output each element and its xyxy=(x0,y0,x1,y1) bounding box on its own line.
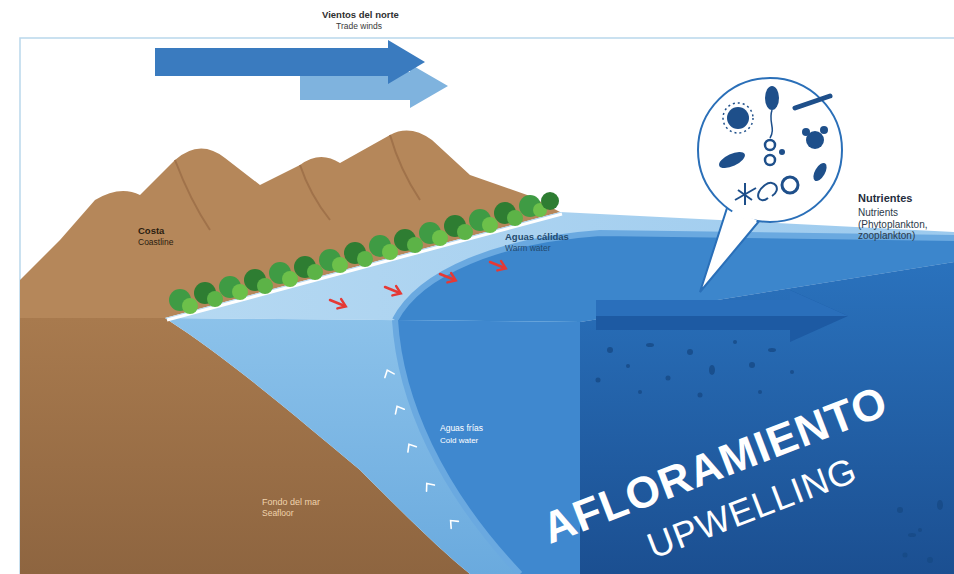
nutrient-arrow xyxy=(596,290,848,342)
coastal-trees xyxy=(169,192,559,314)
frame-line xyxy=(20,38,954,574)
water-cross-section xyxy=(165,318,580,574)
coastal-trees xyxy=(382,244,398,260)
plankton-specks xyxy=(638,390,642,394)
plankton-specks xyxy=(768,348,776,352)
coastal-trees xyxy=(457,224,473,240)
plankton-specks xyxy=(733,340,737,344)
plankton-icon xyxy=(758,183,777,200)
plankton-icon xyxy=(723,103,753,133)
frame-line xyxy=(20,38,954,574)
coastal-trees xyxy=(407,237,423,253)
plankton-specks xyxy=(646,343,654,347)
coastal-trees xyxy=(207,291,223,307)
coastal-trees xyxy=(507,210,523,226)
mountain-range xyxy=(175,135,420,230)
seafloor-label: Fondo del mar xyxy=(262,497,320,507)
plankton-specks xyxy=(927,557,933,563)
shoreline-foam xyxy=(167,214,562,320)
cold-water-arrow xyxy=(383,368,459,528)
plankton-specks xyxy=(758,390,762,394)
plankton-icon xyxy=(779,149,785,155)
plankton-specks xyxy=(749,362,755,368)
nutrient-bubble xyxy=(698,78,842,292)
plankton-icon xyxy=(727,107,749,129)
water-cross-section xyxy=(395,320,520,574)
plankton-icon xyxy=(765,140,775,150)
coastal-trees xyxy=(182,298,198,314)
plankton-specks xyxy=(903,553,908,558)
plankton-specks xyxy=(687,349,693,355)
cold-water-arrow xyxy=(423,480,435,491)
coastal-trees xyxy=(282,271,298,287)
cold-water-label: Cold water xyxy=(440,436,478,445)
plankton-specks xyxy=(709,365,715,375)
warm-water-arrow xyxy=(447,273,457,285)
plankton-icon xyxy=(782,177,798,193)
nutrient-bubble xyxy=(700,205,760,292)
cold-water-arrow xyxy=(393,404,405,414)
seafloor-label: Seafloor xyxy=(262,509,294,519)
plankton-icon xyxy=(717,86,830,205)
plankton-specks xyxy=(908,533,916,537)
plankton-specks xyxy=(626,364,630,368)
nutrient-bubble xyxy=(732,212,756,222)
nutrient-bubble xyxy=(698,78,842,222)
plankton-specks xyxy=(698,393,703,398)
nutrient-label: Nutrients (Phytoplankton, zooplankton) xyxy=(858,207,948,242)
plankton-icon xyxy=(795,96,830,108)
plankton-specks xyxy=(937,500,943,510)
warm-water-arrow xyxy=(497,261,507,273)
wind-label: Vientos del norte xyxy=(322,10,399,21)
warm-water-arrow xyxy=(392,286,402,298)
nutrient-arrow xyxy=(596,290,848,342)
coastal-trees xyxy=(307,264,323,280)
warm-water-label: Aguas cálidas xyxy=(505,232,569,243)
coastal-trees xyxy=(332,257,348,273)
plankton-specks xyxy=(666,376,671,381)
coast-label: Costa xyxy=(138,226,164,237)
warm-water-label: Warm water xyxy=(505,244,551,254)
cold-water-arrow xyxy=(405,442,417,452)
plankton-icon xyxy=(770,110,772,138)
water-cross-section xyxy=(165,318,580,574)
plankton-specks xyxy=(918,528,922,532)
wind-arrow xyxy=(155,40,425,84)
cold-water-arrow xyxy=(383,368,395,377)
coastal-trees xyxy=(432,230,448,246)
warm-water-arrow xyxy=(337,299,347,311)
cold-water-arrow xyxy=(447,517,458,528)
shoreline-foam xyxy=(167,214,562,320)
plankton-icon xyxy=(765,86,779,110)
coast-label: Coastline xyxy=(138,238,173,248)
warm-water-arrow xyxy=(438,269,458,285)
plankton-icon xyxy=(765,155,775,165)
nutrient-label: Nutrientes xyxy=(858,192,912,205)
warm-water-arrow xyxy=(383,282,403,298)
cold-water-label: Aguas frías xyxy=(440,424,483,434)
plankton-icon xyxy=(717,149,747,172)
coastal-trees xyxy=(541,192,559,210)
plankton-specks xyxy=(790,370,794,374)
plankton-specks xyxy=(596,378,601,383)
plankton-icon xyxy=(735,183,756,205)
warm-water-arrow xyxy=(328,257,508,311)
plankton-specks xyxy=(897,507,903,513)
nutrient-arrow xyxy=(596,290,848,316)
coastal-trees xyxy=(357,251,373,267)
coastal-trees xyxy=(232,284,248,300)
plankton-specks xyxy=(607,347,613,353)
plankton-icon xyxy=(820,126,828,134)
plankton-icon xyxy=(811,161,830,183)
warm-water-arrow xyxy=(488,257,508,273)
warm-water-arrow xyxy=(328,295,348,311)
coastal-trees xyxy=(257,278,273,294)
wind-arrow xyxy=(155,40,448,108)
coastal-trees xyxy=(482,217,498,233)
wind-label: Trade winds xyxy=(336,22,382,32)
plankton-icon xyxy=(802,128,810,136)
